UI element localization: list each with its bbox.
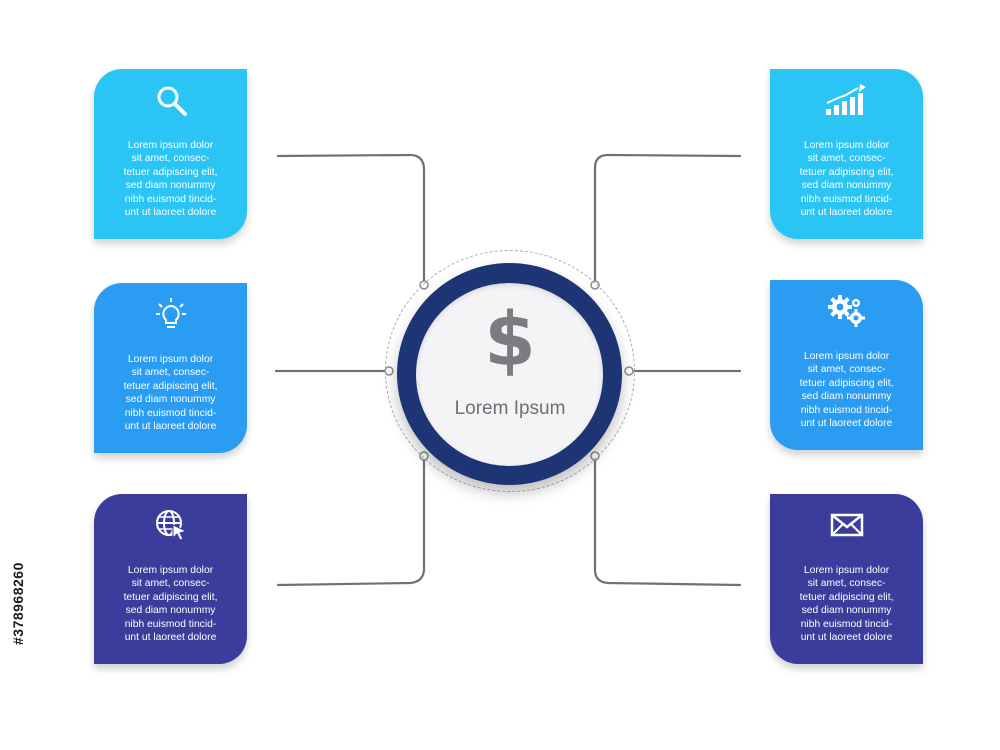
- card-text: Lorem ipsum dolor sit amet, consec- tetu…: [123, 354, 218, 433]
- dollar-icon: $: [484, 297, 536, 383]
- center-dashed-ring: [385, 250, 635, 492]
- web-cursor-icon: [94, 508, 247, 542]
- card-5: Lorem ipsum dolor sit amet, consec- tetu…: [770, 280, 923, 450]
- card-text: Lorem ipsum dolor sit amet, consec- tetu…: [123, 565, 218, 644]
- center-disc: [416, 283, 603, 466]
- card-text: Lorem ipsum dolor sit amet, consec- tetu…: [799, 565, 894, 644]
- gears-icon: [770, 294, 923, 328]
- search-icon: [94, 83, 247, 117]
- card-3: Lorem ipsum dolor sit amet, consec- tetu…: [94, 494, 247, 664]
- card-6: Lorem ipsum dolor sit amet, consec- tetu…: [770, 494, 923, 664]
- card-2: Lorem ipsum dolor sit amet, consec- tetu…: [94, 283, 247, 453]
- card-text: Lorem ipsum dolor sit amet, consec- tetu…: [799, 351, 894, 430]
- card-text: Lorem ipsum dolor sit amet, consec- tetu…: [799, 140, 894, 219]
- growth-chart-icon: [770, 83, 923, 117]
- card-text: Lorem ipsum dolor sit amet, consec- tetu…: [123, 140, 218, 219]
- image-id-watermark: #378968260: [10, 562, 26, 645]
- envelope-icon: [770, 508, 923, 542]
- lightbulb-icon: [94, 297, 247, 331]
- card-1: Lorem ipsum dolor sit amet, consec- tetu…: [94, 69, 247, 239]
- center-title: Lorem Ipsum: [454, 398, 566, 419]
- card-4: Lorem ipsum dolor sit amet, consec- tetu…: [770, 69, 923, 239]
